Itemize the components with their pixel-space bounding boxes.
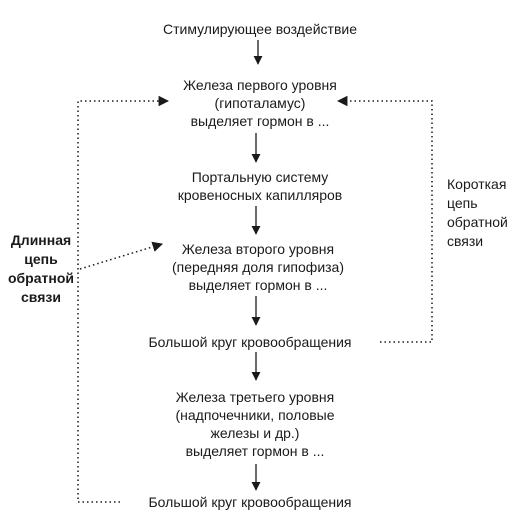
step-third-gland-line-3: железы и др.) xyxy=(210,425,300,441)
short-feedback-label-line-4: связи xyxy=(447,233,484,249)
step-first-gland-line-3: выделяет гормон в ... xyxy=(190,113,330,129)
step-portal-system: Портальную систему кровеносных капилляро… xyxy=(145,168,375,204)
step-systemic-circulation-1: Большой круг кровообращения xyxy=(125,333,375,351)
step-second-gland: Железа второго уровня (передняя доля гип… xyxy=(148,240,368,294)
long-feedback-label-line-3: обратной xyxy=(7,270,74,286)
step-second-gland-line-2: (передняя доля гипофиза) xyxy=(171,259,345,275)
step-stimulus-line-1: Стимулирующее воздействие xyxy=(162,21,357,37)
short-feedback-path xyxy=(336,95,433,343)
step-third-gland-line-1: Железа третьего уровня xyxy=(175,389,335,405)
long-feedback-label-line-1: Длинная xyxy=(10,232,72,248)
short-feedback-label: Короткая цепь обратной связи xyxy=(447,175,527,251)
step-systemic-circulation-2-line-1: Большой круг кровообращения xyxy=(148,494,352,510)
step-systemic-circulation-1-line-1: Большой круг кровообращения xyxy=(148,334,352,350)
step-third-gland-line-2: (надпочечники, половые xyxy=(175,407,335,423)
long-feedback-label: Длинная цепь обратной связи xyxy=(4,231,78,307)
step-first-gland: Железа первого уровня (гипоталамус) выде… xyxy=(150,76,370,130)
step-first-gland-line-1: Железа первого уровня xyxy=(183,77,337,93)
long-feedback-label-line-2: цепь xyxy=(24,251,58,267)
step-first-gland-line-2: (гипоталамус) xyxy=(214,95,306,111)
long-feedback-path-inner xyxy=(79,241,164,270)
step-third-gland: Железа третьего уровня (надпочечники, по… xyxy=(150,388,360,460)
step-second-gland-line-3: выделяет гормон в ... xyxy=(188,277,328,293)
short-feedback-label-line-3: обратной xyxy=(447,214,508,230)
step-systemic-circulation-2: Большой круг кровообращения xyxy=(120,493,380,511)
step-third-gland-line-4: выделяет гормон в ... xyxy=(185,443,325,459)
step-portal-system-line-1: Портальную систему xyxy=(191,169,329,185)
short-feedback-label-line-1: Короткая xyxy=(447,176,507,192)
short-feedback-label-line-2: цепь xyxy=(447,195,478,211)
step-second-gland-line-1: Железа второго уровня xyxy=(181,241,335,257)
step-portal-system-line-2: кровеносных капилляров xyxy=(177,187,343,203)
step-stimulus: Стимулирующее воздействие xyxy=(140,20,380,38)
long-feedback-label-line-4: связи xyxy=(21,289,61,305)
